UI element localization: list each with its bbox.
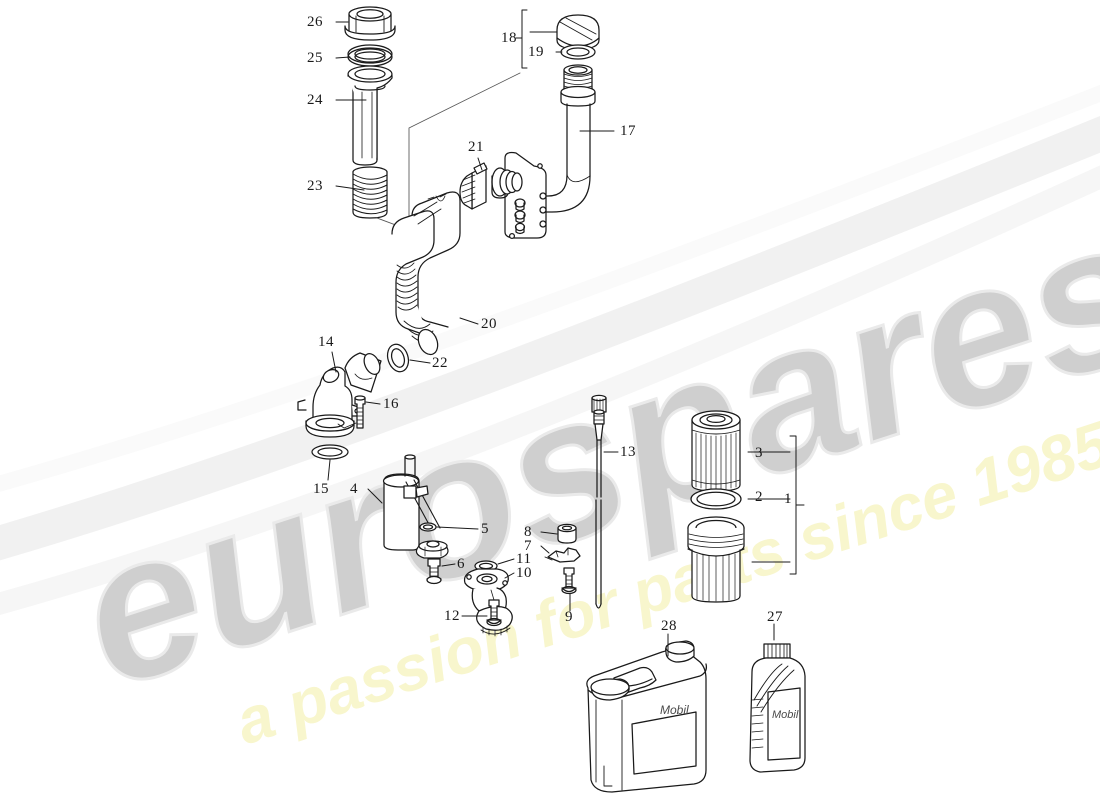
- part-filter-element-3: [691, 410, 741, 492]
- part-guide-tube-24: [347, 65, 393, 166]
- callout-10: 10: [516, 565, 532, 581]
- callout-25: 25: [307, 50, 323, 66]
- callout-1: 1: [784, 491, 792, 507]
- canister-brand-text: Mobil: [660, 703, 689, 717]
- callout-7: 7: [524, 538, 532, 554]
- callout-15: 15: [313, 481, 329, 497]
- callout-19: 19: [528, 44, 544, 60]
- callout-26: 26: [307, 14, 323, 30]
- part-tube-seal-5: [419, 522, 437, 532]
- callout-27: 27: [767, 609, 783, 625]
- part-hose-o-ring-22: [386, 343, 410, 373]
- callout-5: 5: [481, 521, 489, 537]
- callout-3: 3: [755, 445, 763, 461]
- part-filler-elbow-14: [297, 352, 382, 438]
- callout-bracket-1: [747, 435, 805, 575]
- callout-12: 12: [444, 608, 460, 624]
- callout-21: 21: [468, 139, 484, 155]
- bottle-brand-text: Mobil: [772, 709, 799, 721]
- callout-17: 17: [620, 123, 636, 139]
- part-spring-23: [352, 166, 388, 219]
- part-tube-bolt-6: [426, 558, 442, 585]
- callout-bracket-18: [515, 9, 558, 69]
- callout-18: 18: [501, 30, 517, 46]
- callout-13: 13: [620, 444, 636, 460]
- part-oil-canister-28: Mobil: [586, 640, 707, 793]
- part-seal-ring-25: [347, 44, 393, 67]
- callout-9: 9: [565, 609, 573, 625]
- part-clip-bolt-9: [561, 567, 577, 595]
- callout-4: 4: [350, 481, 358, 497]
- leader-lines: [327, 21, 775, 657]
- part-manifold-block: [491, 151, 547, 240]
- part-filter-o-ring-2: [690, 488, 742, 510]
- callout-2: 2: [755, 489, 763, 505]
- callout-16: 16: [383, 396, 399, 412]
- callout-8: 8: [524, 524, 532, 540]
- callout-14: 14: [318, 334, 334, 350]
- callout-11: 11: [516, 551, 532, 567]
- part-bush-8: [557, 523, 577, 544]
- part-corrugated-hose-20: [391, 191, 461, 356]
- part-dipstick-13: [591, 394, 607, 609]
- part-filter-housing-1: [687, 516, 745, 603]
- callout-28: 28: [661, 618, 677, 634]
- part-drain-bolt-12: [486, 599, 502, 627]
- callout-22: 22: [432, 355, 448, 371]
- part-filler-cap-18: [556, 14, 600, 50]
- part-cap-o-ring-19: [560, 44, 596, 60]
- part-elbow-bolt-16: [354, 395, 366, 429]
- part-cap-nut-26: [344, 6, 396, 41]
- callout-24: 24: [307, 92, 323, 108]
- callout-20: 20: [481, 316, 497, 332]
- part-oil-drain-10: [463, 568, 513, 637]
- part-retaining-clip-7: [544, 547, 581, 563]
- part-oil-bottle-27: Mobil: [749, 643, 806, 773]
- part-oil-tube-4: [382, 454, 449, 559]
- part-elbow-o-ring-15: [311, 444, 349, 460]
- callout-23: 23: [307, 178, 323, 194]
- part-hose-clamp-21: [459, 162, 488, 210]
- callout-6: 6: [457, 556, 465, 572]
